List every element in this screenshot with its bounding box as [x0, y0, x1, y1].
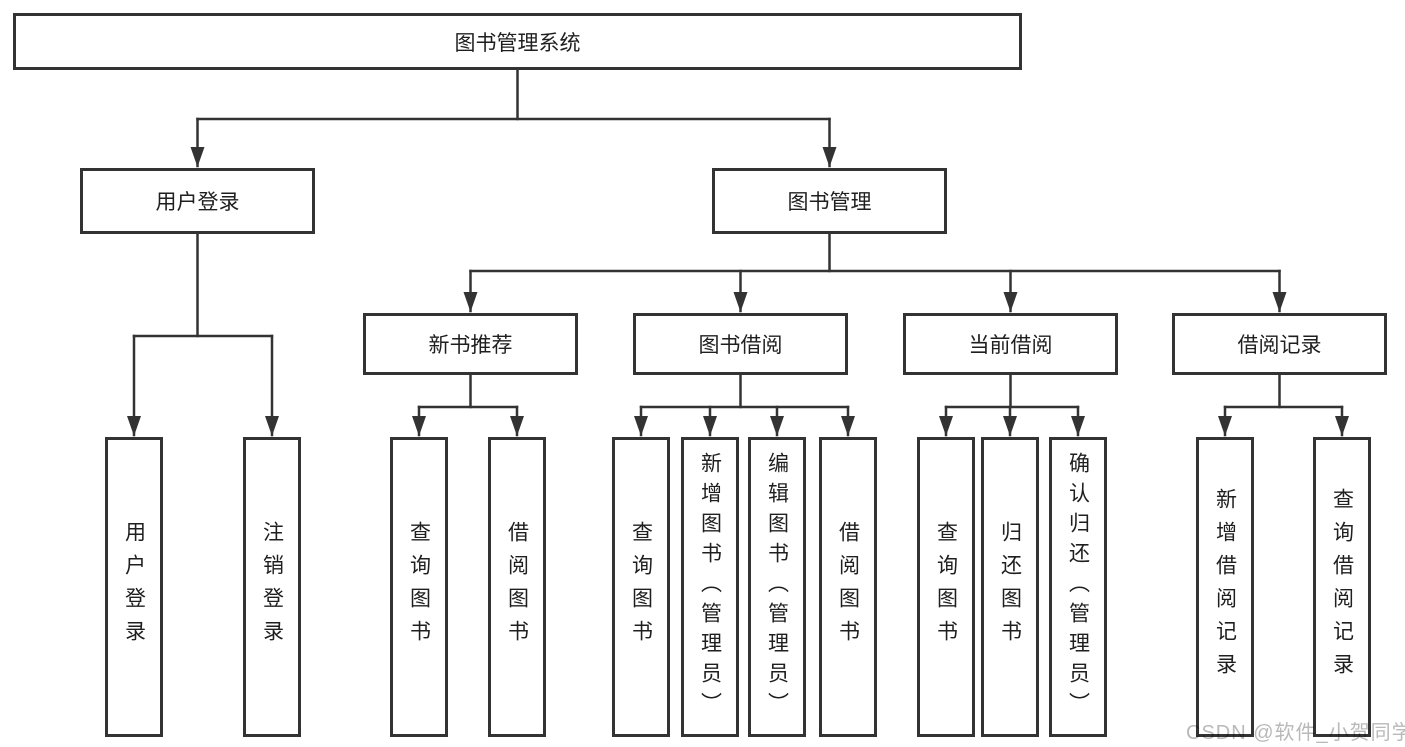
node-library-system: 图书管理系统 — [13, 13, 1022, 70]
leaf-query-books-1: 查询图书 — [390, 437, 448, 737]
leaf-logout: 注销登录 — [243, 437, 301, 737]
node-new-book-recommend: 新书推荐 — [363, 313, 578, 375]
node-borrow-records: 借阅记录 — [1172, 313, 1387, 375]
leaf-add-book-admin: 新增图书（管理员） — [681, 437, 739, 737]
node-book-management: 图书管理 — [712, 168, 947, 234]
leaf-borrow-books-2: 借阅图书 — [819, 437, 877, 737]
leaf-user-login: 用户登录 — [105, 437, 163, 737]
leaf-return-book: 归还图书 — [981, 437, 1039, 737]
leaf-borrow-books-1: 借阅图书 — [488, 437, 546, 737]
leaf-query-books-2: 查询图书 — [612, 437, 670, 737]
node-user-login: 用户登录 — [80, 168, 315, 234]
leaf-edit-book-admin: 编辑图书（管理员） — [748, 437, 806, 737]
leaf-confirm-return-admin: 确认归还（管理员） — [1049, 437, 1107, 737]
leaf-add-borrow-record: 新增借阅记录 — [1196, 437, 1254, 737]
node-book-borrow: 图书借阅 — [633, 313, 848, 375]
leaf-query-books-3: 查询图书 — [917, 437, 975, 737]
watermark-text: CSDN @软件_小贺同学 — [1186, 722, 1405, 744]
node-current-borrow: 当前借阅 — [903, 313, 1118, 375]
leaf-query-borrow-record: 查询借阅记录 — [1313, 437, 1371, 737]
